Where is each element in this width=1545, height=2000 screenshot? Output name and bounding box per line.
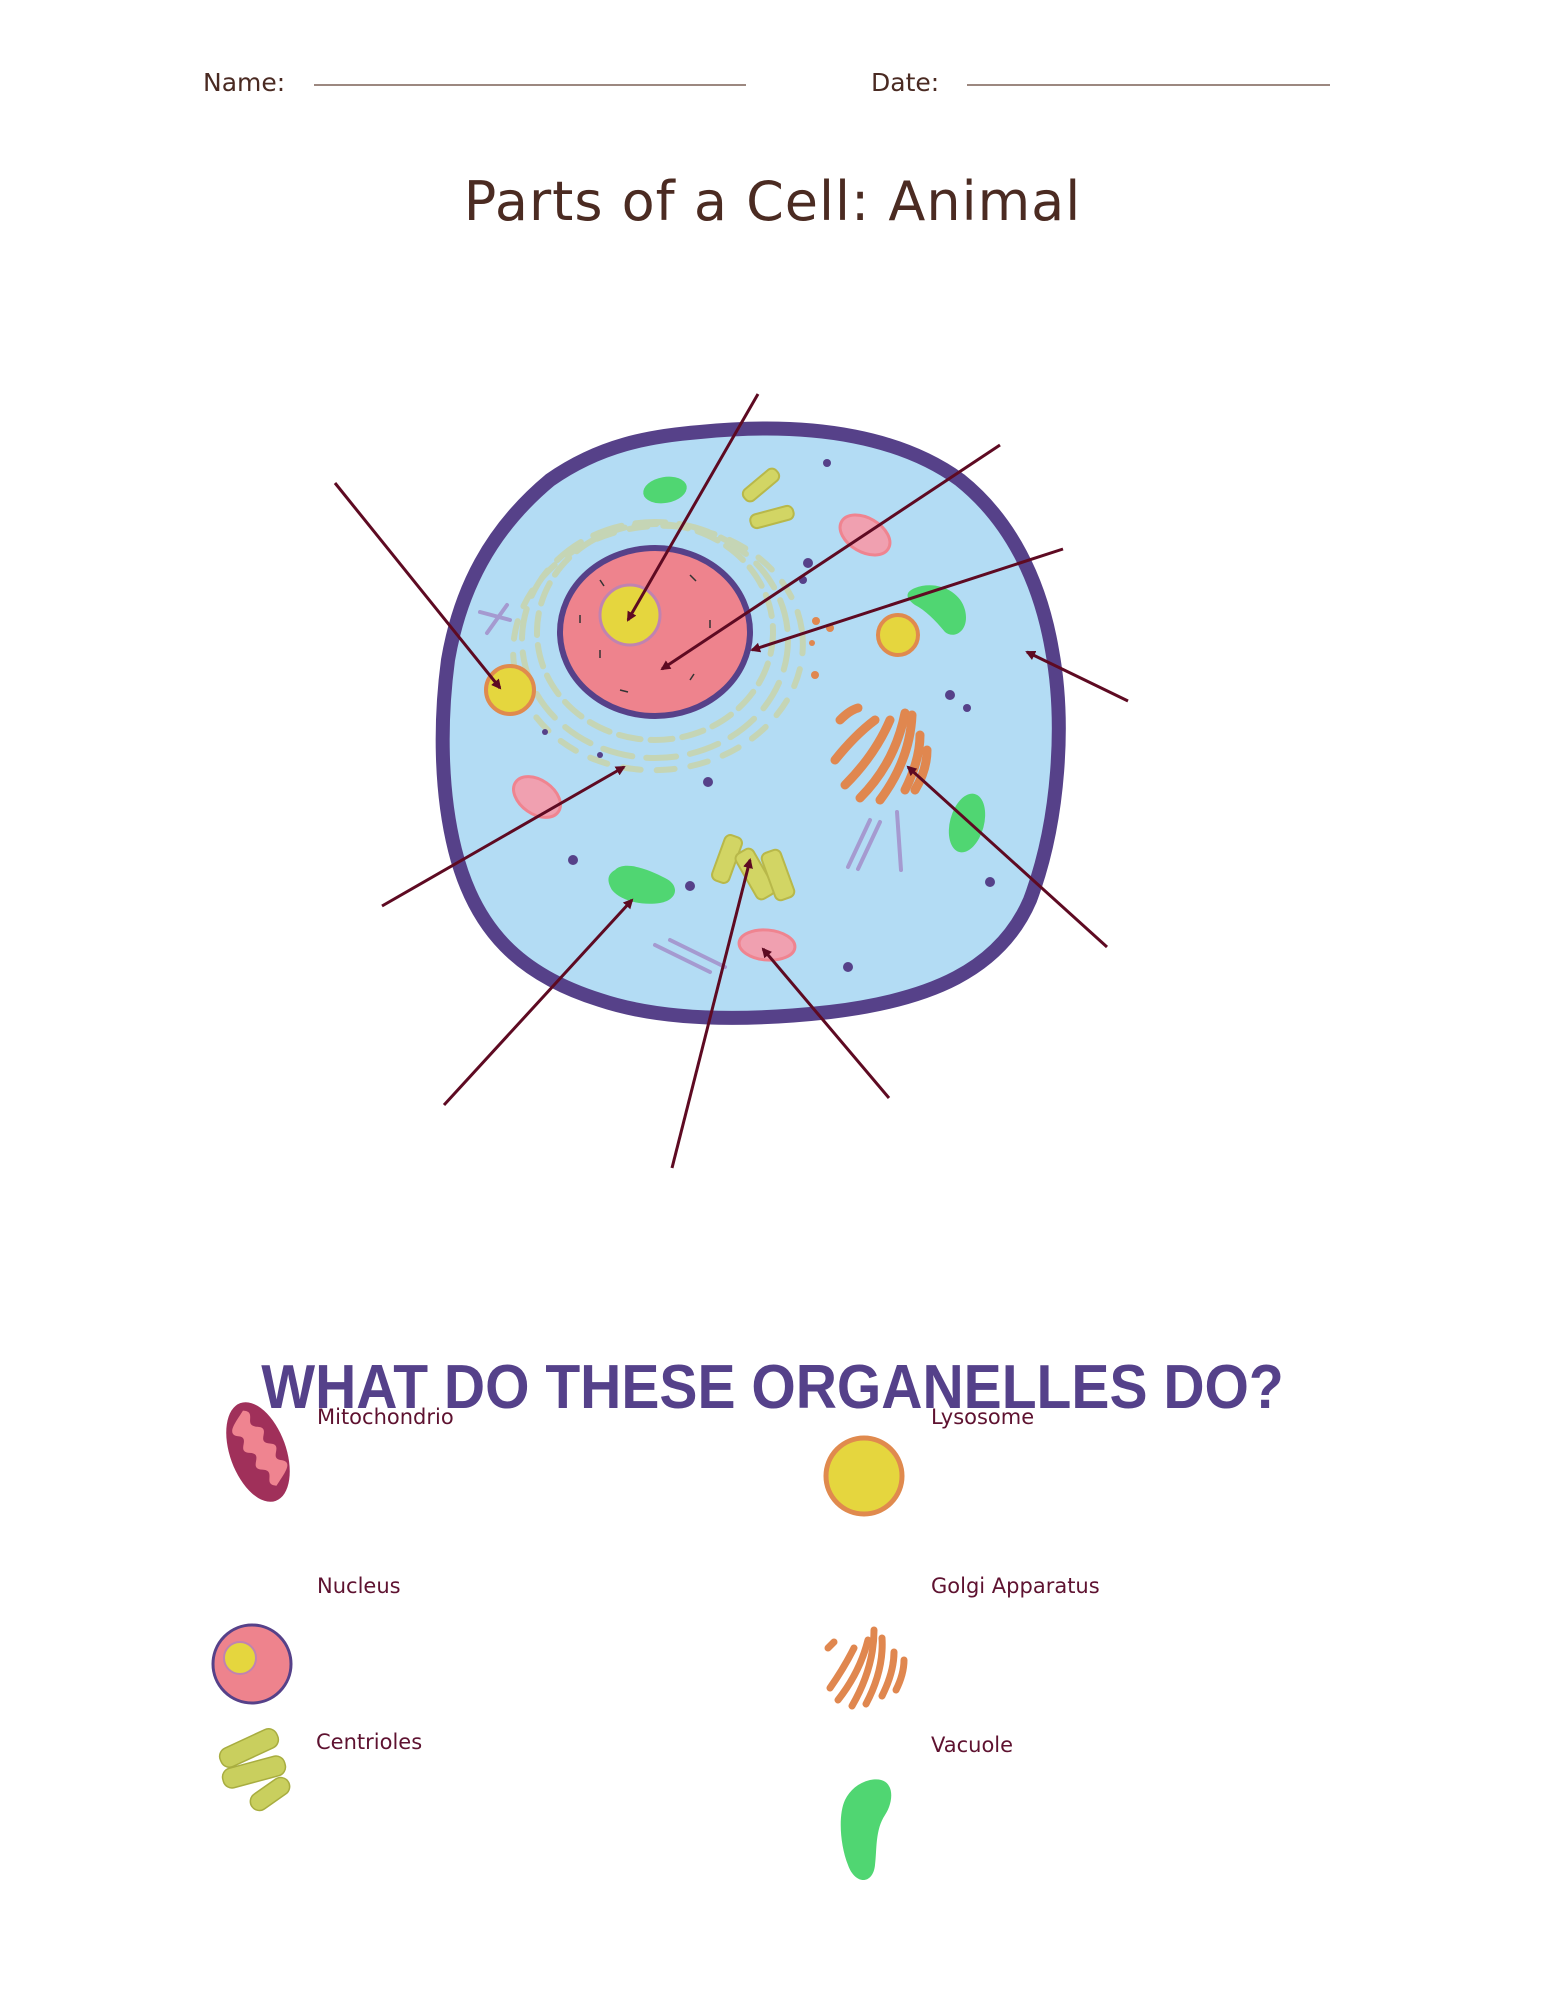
organelle-label-nucleus: Nucleus [317, 1574, 401, 1598]
arrow-nucleus [660, 443, 1001, 671]
arrow-cytoplasm [381, 765, 626, 908]
arrow-cell-membrane [1025, 650, 1129, 703]
arrow-centriole [670, 858, 753, 1169]
mitochondrion-icon [512, 513, 892, 962]
endoplasmic-reticulum-icon [510, 519, 806, 774]
arrow-lysosome [333, 482, 502, 690]
vacuole-icon [608, 476, 986, 904]
organelle-label-lysosome: Lysosome [931, 1405, 1035, 1429]
microtubules-icon [478, 603, 903, 974]
lysosome-icon [484, 613, 920, 716]
animal-cell-diagram [333, 393, 1129, 1169]
date-label: Date: [871, 68, 940, 97]
nucleus-icon [211, 1623, 293, 1705]
golgi-apparatus-icon [824, 1626, 908, 1710]
name-label: Name: [203, 68, 286, 97]
organelle-label-centrioles: Centrioles [316, 1730, 423, 1754]
golgi-apparatus-icon [830, 703, 932, 805]
centrioles-icon [218, 1728, 291, 1812]
organelle-label-golgi-apparatus: Golgi Apparatus [931, 1574, 1100, 1598]
date-field-line[interactable] [967, 84, 1330, 86]
arrow-vacuole [442, 898, 634, 1107]
section-heading: WHAT DO THESE ORGANELLES DO? [261, 1353, 1284, 1422]
organelle-label-mitochondrio: Mitochondrio [317, 1405, 454, 1429]
arrow-nuclear-membrane [750, 547, 1064, 653]
page-title: Parts of a Cell: Animal [463, 170, 1082, 233]
arrow-mitochondrion [761, 947, 891, 1099]
organelle-label-vacuole: Vacuole [931, 1733, 1014, 1757]
vacuole-icon [840, 1779, 892, 1880]
arrow-golgi [906, 765, 1109, 949]
orange-particles-icon [809, 617, 834, 679]
name-field-line[interactable] [314, 84, 746, 86]
label-arrows [333, 393, 1129, 1169]
lysosome-icon [823, 1435, 905, 1517]
cytoplasm-particles-icon [542, 459, 995, 972]
arrow-nucleolus [626, 393, 760, 622]
